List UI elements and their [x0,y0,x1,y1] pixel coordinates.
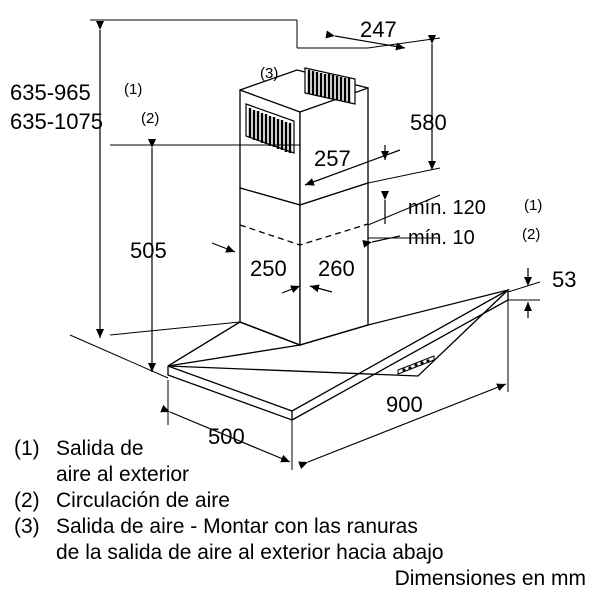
canopy-thickness-label: 53 [552,267,576,292]
min-10-ref: (2) [522,226,540,243]
chimney-depth-label: 257 [314,146,351,171]
legend-item-3-line1: Salida de aire - Montar con las ranuras [56,515,418,538]
chimney-width-label: 247 [360,17,397,42]
legend-item-1: (1) Salida de aire al exterior [14,436,189,488]
canopy-side [167,288,509,421]
hood-body [167,69,511,421]
height-range-1-label: 635-965 [10,80,91,105]
air-outlet-grilles [245,67,356,154]
inner-250-label: 250 [250,256,287,281]
depth-500-label: 500 [208,424,245,449]
legend-item-1-line1: Salida de [56,437,144,460]
extension-lines [69,19,541,470]
legend-item-1-line2: aire al exterior [56,463,190,486]
min-120-label: mín. 120 [408,197,486,219]
legend-item-2-line1: Circulación de aire [56,489,230,512]
inner-260-label: 260 [318,256,355,281]
canopy-front [167,366,293,421]
legend-item-3-line2: de la salida de aire al exterior hacia a… [56,541,444,564]
min-120-ref: (1) [524,197,542,214]
legend-item-3-num: (3) [14,515,40,538]
legend-item-3: (3) Salida de aire - Montar con las ranur… [14,514,444,566]
legend-item-2: (2) Circulación de aire [14,488,230,514]
units-note: Dimensiones en mm [394,567,586,590]
legend-item-1-num: (1) [14,437,40,460]
control-panel [397,355,435,375]
dimension-arrows [96,21,532,470]
dashed-reference-line [239,223,369,246]
lower-height-label: 505 [130,238,167,263]
height-range-2-label: 635-1075 [10,109,103,134]
width-900-label: 900 [386,392,423,417]
outlet-ref-label: (3) [260,65,278,82]
chimney-height-label: 580 [410,110,447,135]
min-10-label: mín. 10 [408,227,475,249]
legend-item-2-num: (2) [14,489,40,512]
height-range-2-ref: (2) [141,110,159,127]
height-range-1-ref: (1) [124,81,142,98]
